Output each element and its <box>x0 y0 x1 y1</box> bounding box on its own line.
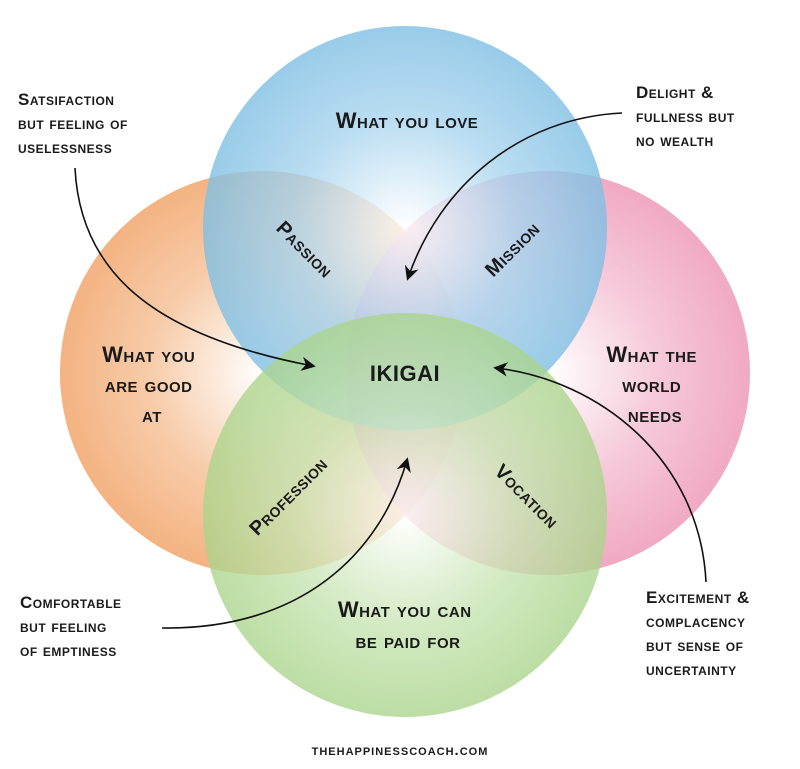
arrow-bottom-left <box>161 457 411 629</box>
label-what-the-world-needs: What the world needs <box>606 342 703 427</box>
arrow-top-right <box>404 112 623 281</box>
label-what-you-love: What you love <box>336 108 479 133</box>
label-what-you-can-be-paid-for: What you can be paid for <box>338 597 478 653</box>
annotation-bottom-left: Comfortable but feeling of emptiness <box>20 593 127 660</box>
annotation-bottom-right: Excitement & complacency but sense of un… <box>646 588 755 679</box>
arrow-bottom-right <box>493 362 707 583</box>
circle-what-you-can-be-paid-for <box>203 313 607 717</box>
annotation-top-right: Delight & fullness but no wealth <box>636 83 740 150</box>
arrow-top-left <box>74 167 316 371</box>
annotation-top-left: Satsifaction but feeling of uselessness <box>18 90 133 157</box>
label-ikigai: IKIGAI <box>370 361 440 386</box>
footer-site: thehappinesscoach.com <box>312 742 489 759</box>
label-what-you-are-good-at: What you are good at <box>102 342 202 427</box>
circle-what-you-love <box>203 26 607 430</box>
